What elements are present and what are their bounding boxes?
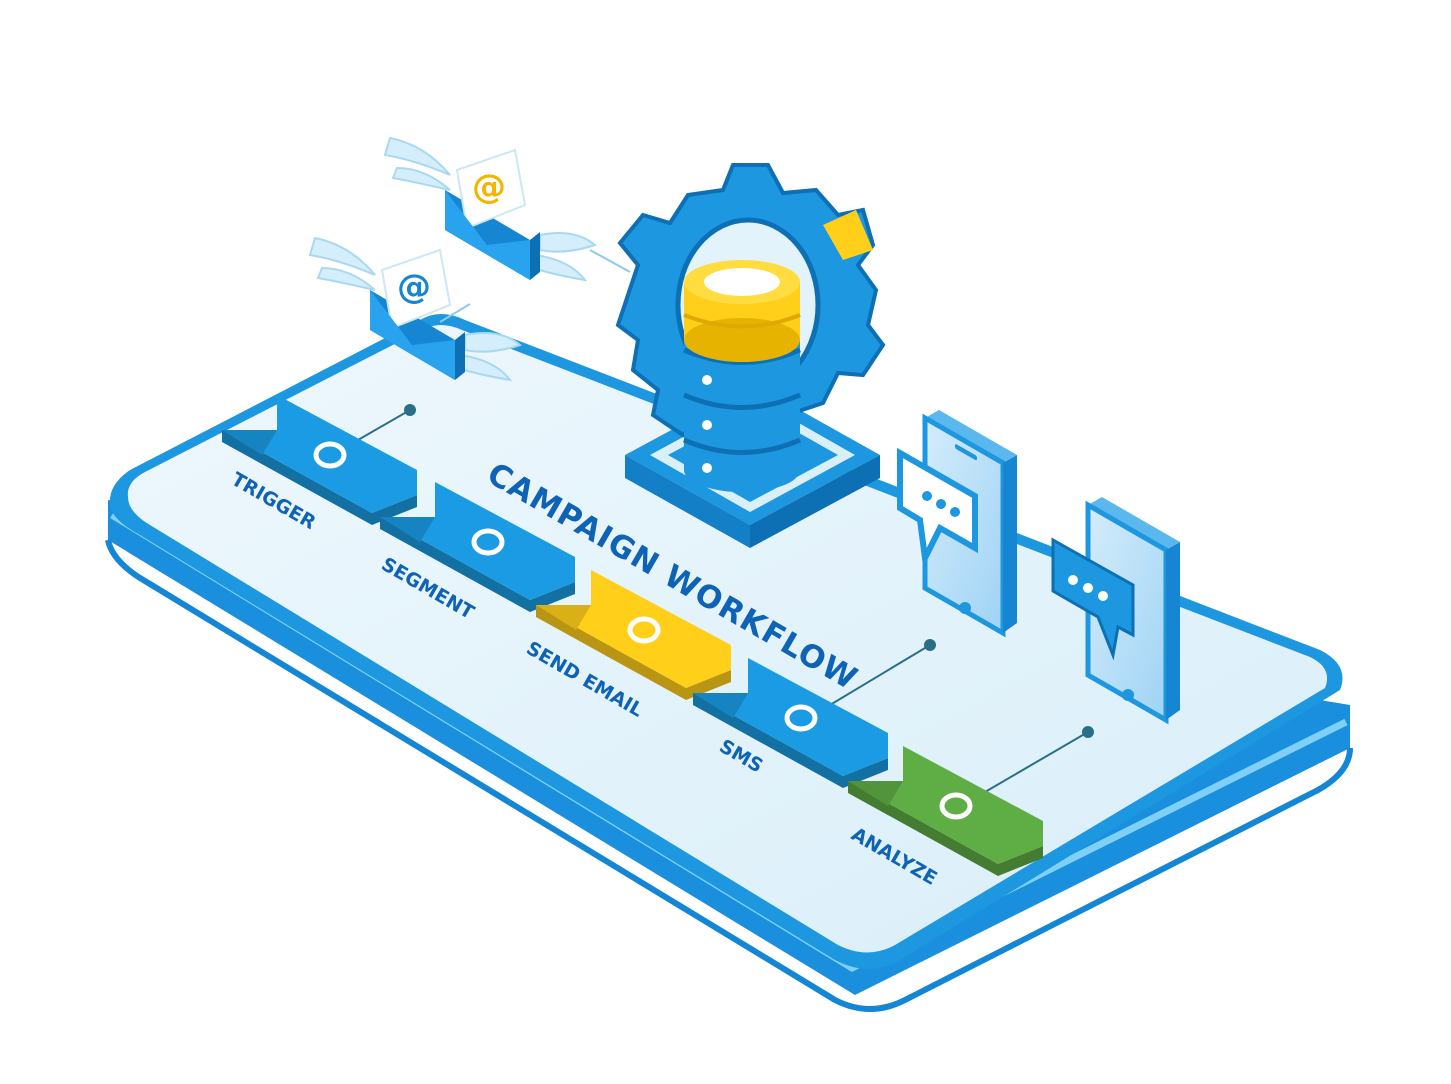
step-top xyxy=(848,746,1043,864)
at-symbol-2: @ xyxy=(397,267,431,307)
connector-lines xyxy=(357,249,1094,793)
smartphone-chat-icon xyxy=(897,410,1180,725)
circle-node-icon xyxy=(939,792,973,820)
gear-database-icon xyxy=(615,163,886,548)
step-top xyxy=(380,482,575,600)
workflow-step-2 xyxy=(380,482,575,612)
workflow-step-5 xyxy=(848,746,1043,876)
step-top xyxy=(222,395,417,513)
step-top xyxy=(693,658,888,776)
circle-node-icon xyxy=(313,441,347,469)
workflow-step-4 xyxy=(693,658,888,788)
platform-base xyxy=(105,314,1353,1012)
circle-node-icon xyxy=(471,528,505,556)
at-symbol: @ xyxy=(472,167,506,207)
step-top xyxy=(536,570,731,688)
circle-node-icon xyxy=(627,616,661,644)
email-envelope-icon: @ @ xyxy=(308,136,598,382)
workflow-step-1 xyxy=(222,395,417,525)
workflow-step-3 xyxy=(536,570,731,700)
circle-node-icon xyxy=(784,704,818,732)
